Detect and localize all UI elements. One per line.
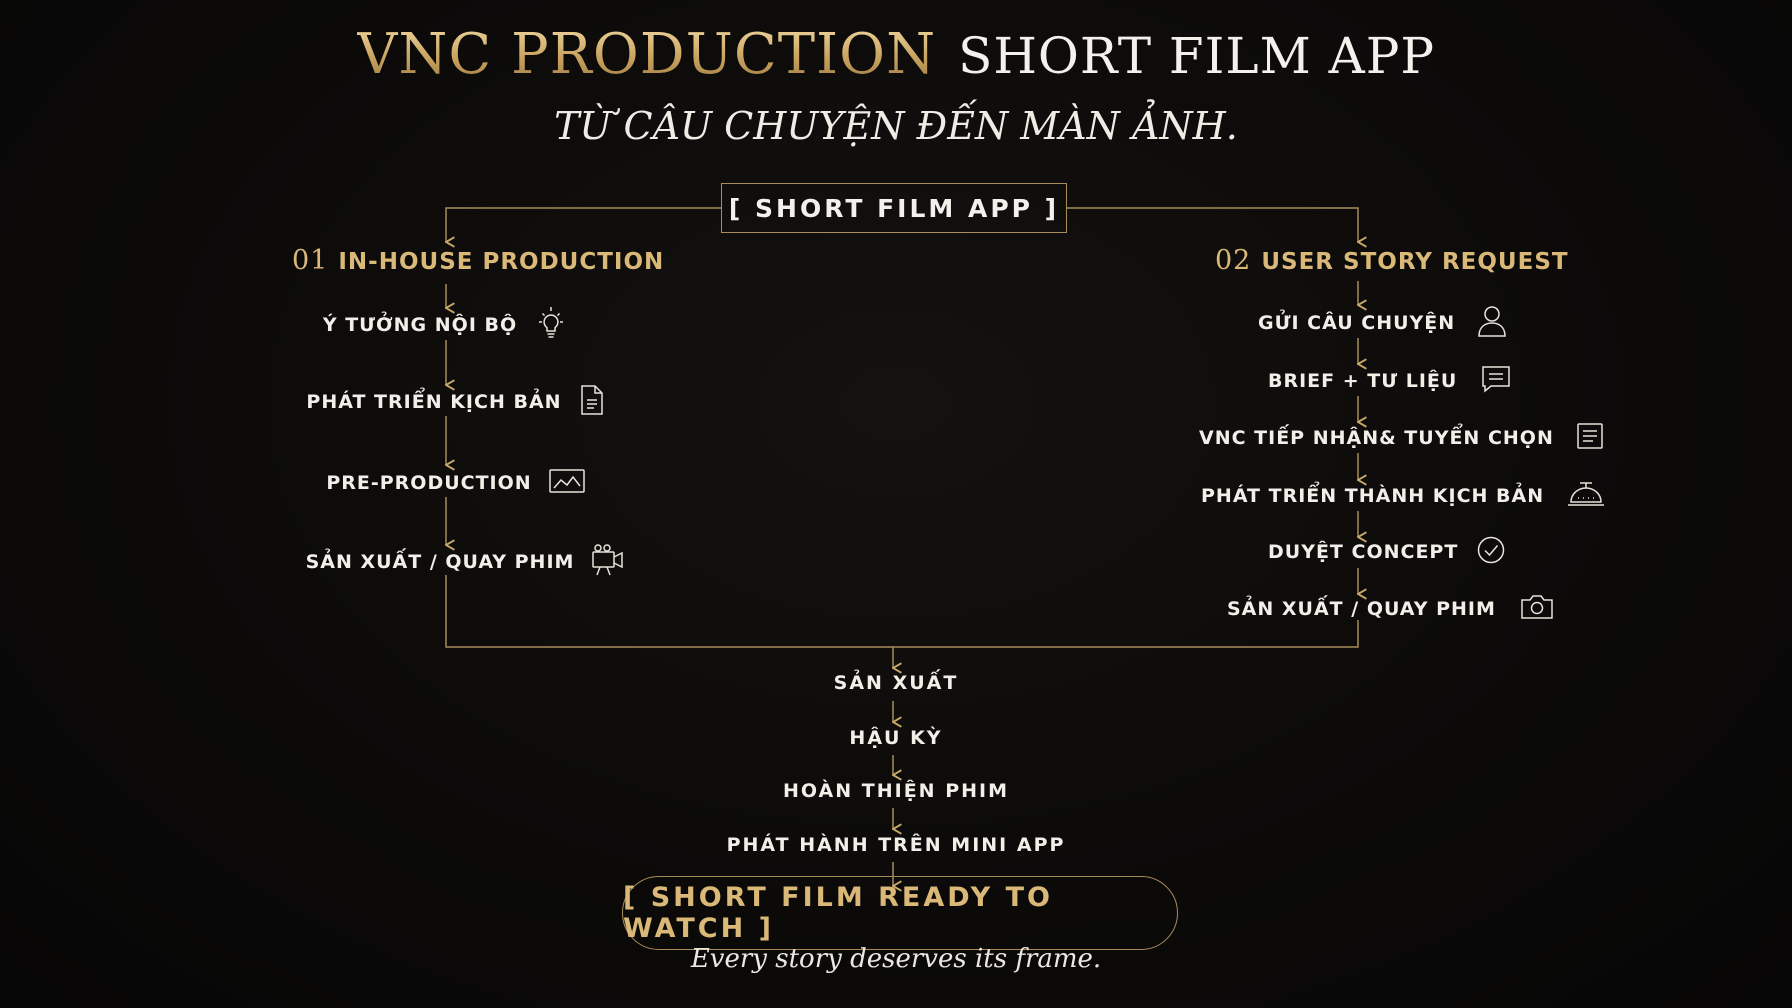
left-step-3-label: PRE-PRODUCTION (326, 472, 532, 494)
center-step-4: PHÁT HÀNH TRÊN MINI APP (726, 834, 1066, 856)
left-step-4-label: SẢN XUẤT / QUAY PHIM (305, 551, 575, 573)
right-step-5-label: DUYỆT CONCEPT (1268, 541, 1459, 563)
image-icon (548, 467, 586, 500)
user-icon (1477, 304, 1507, 343)
connector-merge (445, 575, 1359, 648)
bottom-box: [ SHORT FILM READY TO WATCH ] (622, 876, 1178, 950)
title-text: SHORT FILM APP (958, 27, 1436, 85)
center-step-3: HOÀN THIỆN PHIM (783, 780, 1009, 802)
right-step-4-label: PHÁT TRIỂN THÀNH KỊCH BẢN (1201, 485, 1545, 507)
left-step-4: SẢN XUẤT / QUAY PHIM (296, 542, 636, 583)
center-step-1: SẢN XUẤT (833, 672, 959, 694)
right-column-title: USER STORY REQUEST (1261, 249, 1569, 275)
connector-top-left (446, 207, 721, 242)
right-step-6: SẢN XUẤT / QUAY PHIM (1227, 592, 1554, 626)
lightbulb-icon (533, 305, 569, 346)
left-column-number: 01 (292, 245, 329, 276)
left-column-heading: 01 IN-HOUSE PRODUCTION (292, 245, 664, 276)
left-step-1-label: Ý TƯỞNG NỘI BỘ (322, 314, 518, 336)
right-step-4: PHÁT TRIỂN THÀNH KỊCH BẢN (1201, 479, 1606, 513)
connector-top-right (1067, 207, 1358, 242)
right-step-1: GỬI CÂU CHUYỆN (1258, 304, 1507, 343)
right-step-5: DUYỆT CONCEPT (1268, 535, 1506, 569)
chat-icon (1481, 364, 1511, 399)
left-step-3: PRE-PRODUCTION (296, 466, 616, 500)
check-circle-icon (1476, 535, 1506, 570)
right-column-heading: 02 USER STORY REQUEST (1215, 245, 1569, 276)
left-step-2: PHÁT TRIỂN KỊCH BẢN (296, 384, 616, 421)
right-column-number: 02 (1215, 245, 1252, 276)
service-bell-icon (1566, 479, 1606, 514)
list-icon (1576, 422, 1604, 455)
document-icon (578, 384, 606, 421)
right-step-6-label: SẢN XUẤT / QUAY PHIM (1227, 598, 1496, 620)
center-step-2: HẬU KỲ (849, 727, 943, 749)
right-step-3: VNC TIẾP NHẬN& TUYỂN CHỌN (1199, 421, 1604, 455)
top-box: [ SHORT FILM APP ] (721, 183, 1067, 233)
brand-name: VNC PRODUCTION (356, 22, 937, 87)
video-camera-icon (590, 542, 626, 583)
left-column-title: IN-HOUSE PRODUCTION (338, 249, 665, 275)
right-step-2: BRIEF + TƯ LIỆU (1268, 364, 1511, 398)
camera-icon (1520, 593, 1554, 626)
left-step-1: Ý TƯỞNG NỘI BỘ (296, 306, 596, 342)
title: VNC PRODUCTION SHORT FILM APP (0, 22, 1792, 87)
left-step-2-label: PHÁT TRIỂN KỊCH BẢN (306, 391, 562, 413)
right-step-3-label: VNC TIẾP NHẬN& TUYỂN CHỌN (1199, 427, 1554, 449)
subtitle: TỪ CÂU CHUYỆN ĐẾN MÀN ẢNH. (554, 104, 1238, 148)
right-step-1-label: GỬI CÂU CHUYỆN (1258, 312, 1456, 334)
tagline: Every story deserves its frame. (690, 944, 1102, 974)
right-step-2-label: BRIEF + TƯ LIỆU (1268, 370, 1458, 392)
